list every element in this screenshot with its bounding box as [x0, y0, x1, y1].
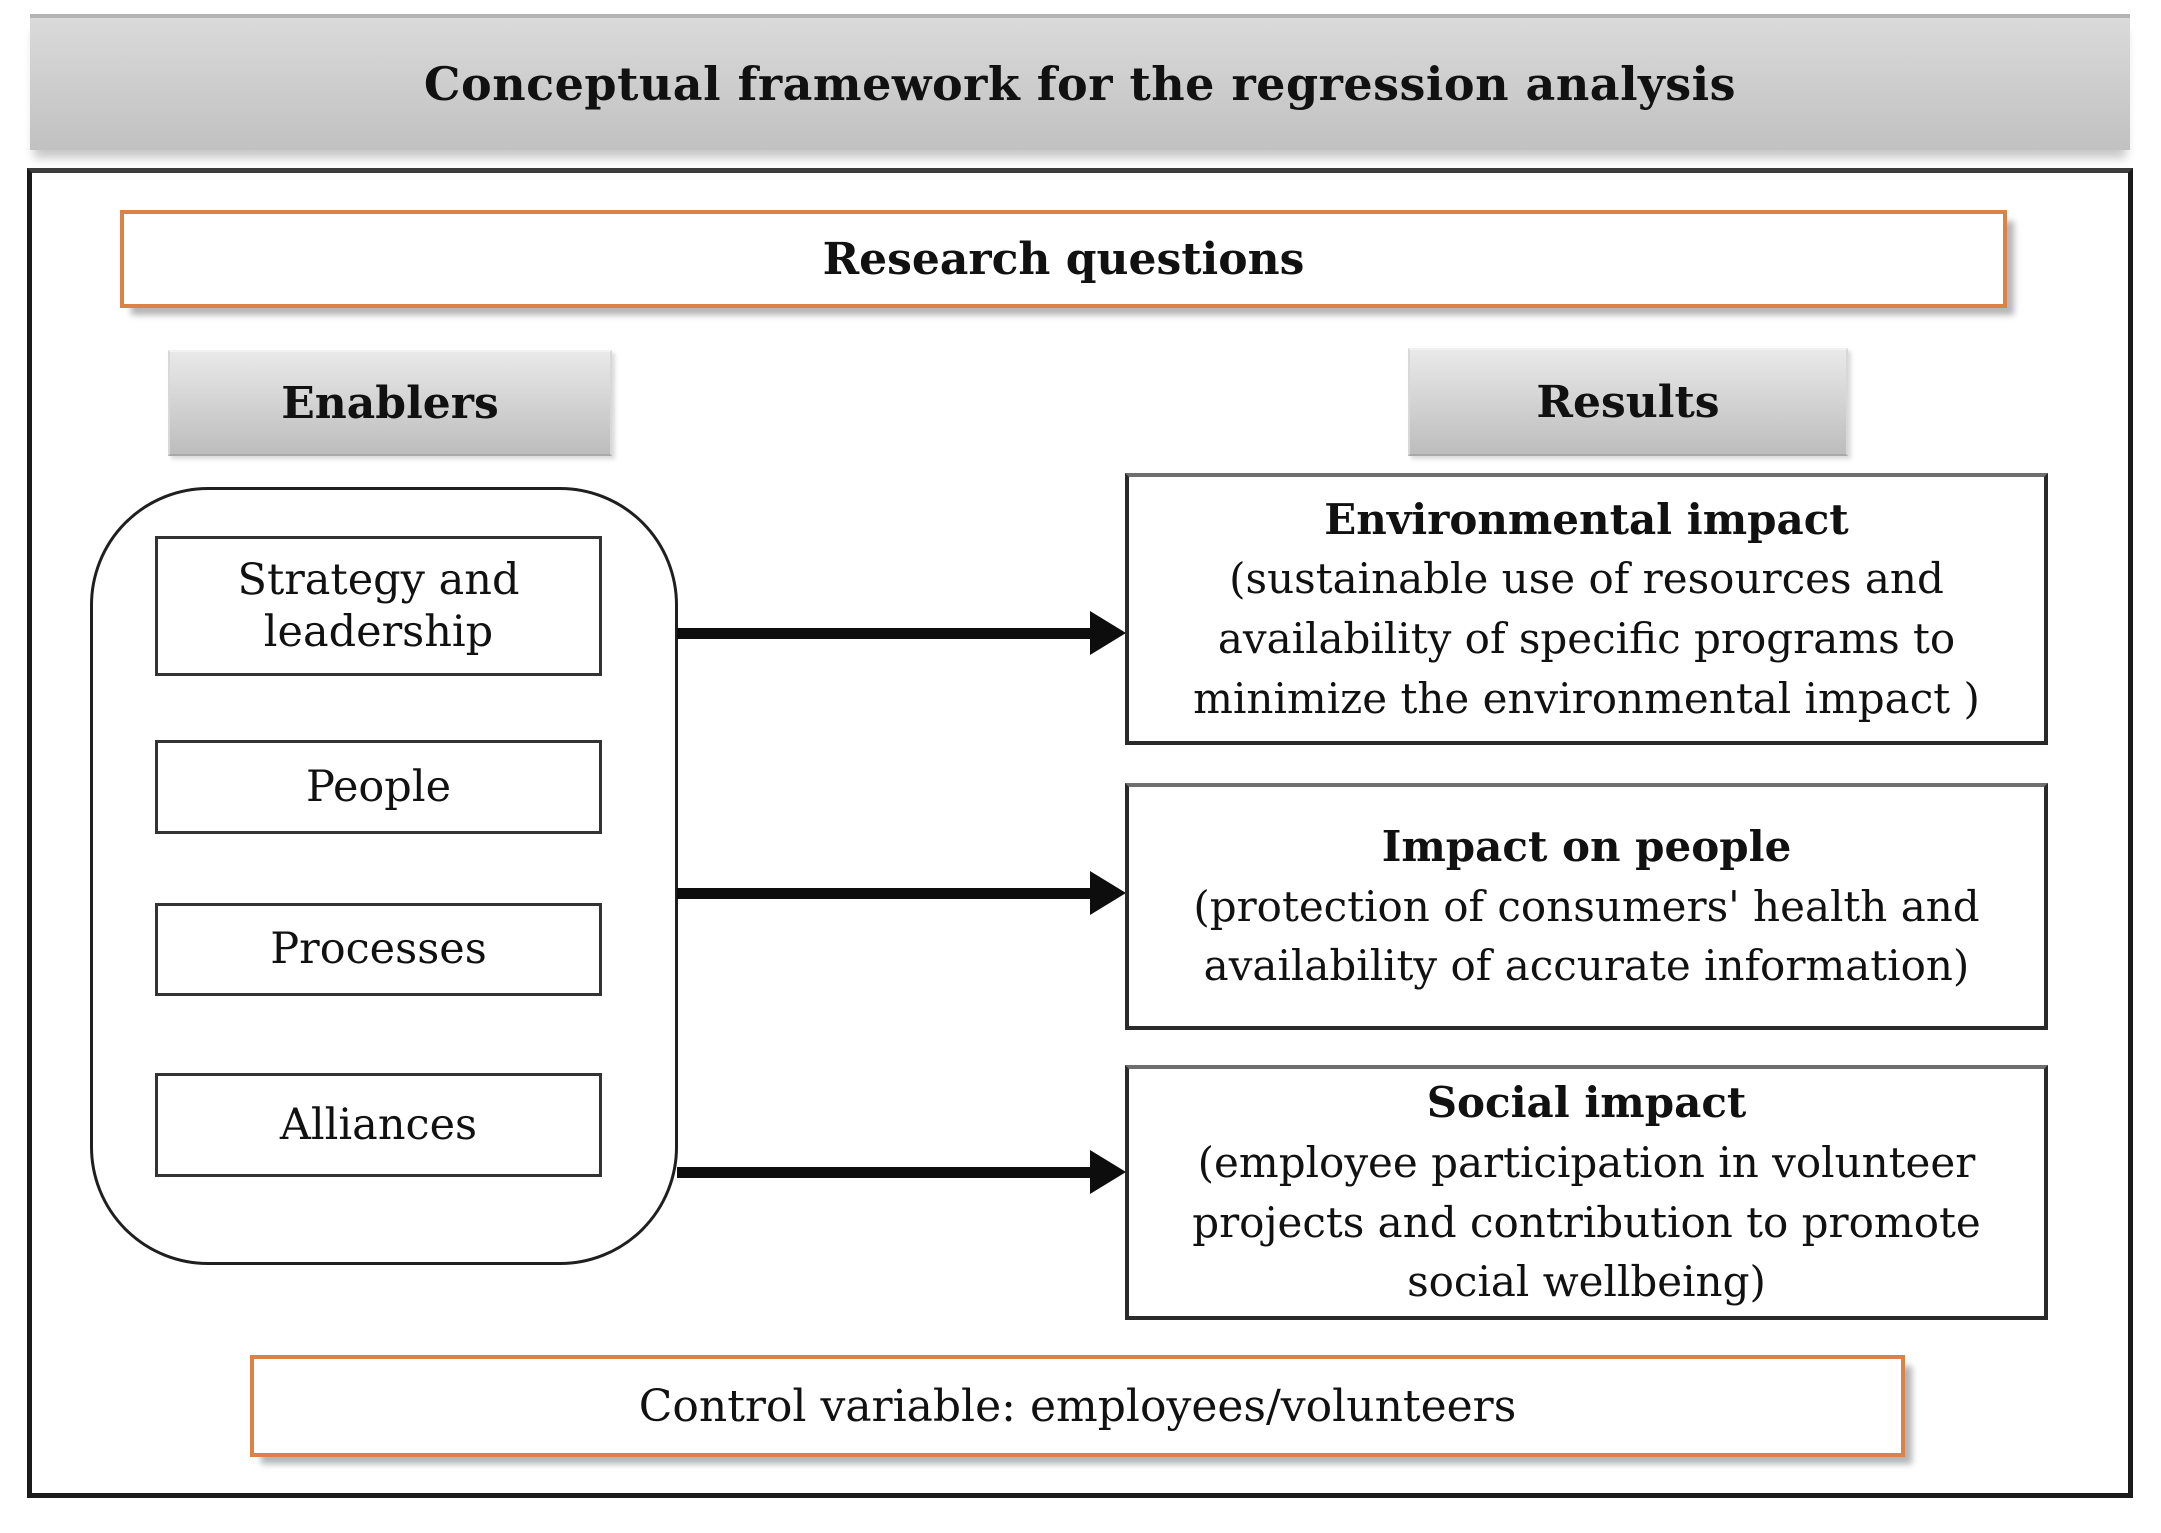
- enabler-box-processes: Processes: [155, 903, 602, 996]
- arrow-shaft: [677, 1167, 1094, 1178]
- control-variable-box: Control variable: employees/volunteers: [250, 1355, 1905, 1457]
- arrow-to-impact-on-people: [677, 871, 1126, 915]
- arrow-head-icon: [1090, 871, 1126, 915]
- results-column-label-text: Results: [1536, 376, 1720, 428]
- enablers-column-label-text: Enablers: [281, 377, 499, 429]
- control-variable-label: Control variable: employees/volunteers: [638, 1380, 1517, 1432]
- enabler-label: People: [305, 761, 452, 812]
- arrow-to-social-impact: [677, 1150, 1126, 1194]
- enabler-box-strategy-and-leadership: Strategy and leadership: [155, 536, 602, 676]
- result-box-social-impact: Social impact (employee participation in…: [1125, 1065, 2048, 1320]
- arrow-to-environmental-impact: [677, 611, 1126, 655]
- result-heading: Social impact: [1426, 1078, 1747, 1128]
- arrow-head-icon: [1090, 1150, 1126, 1194]
- arrow-shaft: [677, 628, 1094, 639]
- enabler-box-people: People: [155, 740, 602, 834]
- results-column-label: Results: [1408, 348, 1848, 456]
- result-description: (employee participation in volunteer pro…: [1192, 1137, 1981, 1307]
- diagram-title: Conceptual framework for the regression …: [30, 14, 2130, 150]
- result-heading: Environmental impact: [1324, 494, 1849, 544]
- enabler-label: Alliances: [279, 1099, 478, 1150]
- arrow-head-icon: [1090, 611, 1126, 655]
- arrow-shaft: [677, 888, 1094, 899]
- enablers-column-label: Enablers: [168, 350, 612, 456]
- enabler-box-alliances: Alliances: [155, 1073, 602, 1177]
- enabler-label: Strategy and leadership: [237, 554, 520, 657]
- research-questions-label: Research questions: [822, 233, 1305, 285]
- diagram-title-text: Conceptual framework for the regression …: [423, 57, 1737, 111]
- result-box-environmental-impact: Environmental impact (sustainable use of…: [1125, 473, 2048, 745]
- result-heading: Impact on people: [1381, 822, 1792, 872]
- result-box-impact-on-people: Impact on people (protection of consumer…: [1125, 783, 2048, 1030]
- result-description: (protection of consumers' health and ava…: [1193, 881, 1980, 991]
- enabler-label: Processes: [270, 924, 487, 975]
- research-questions-box: Research questions: [120, 210, 2007, 308]
- result-description: (sustainable use of resources and availa…: [1193, 554, 1980, 723]
